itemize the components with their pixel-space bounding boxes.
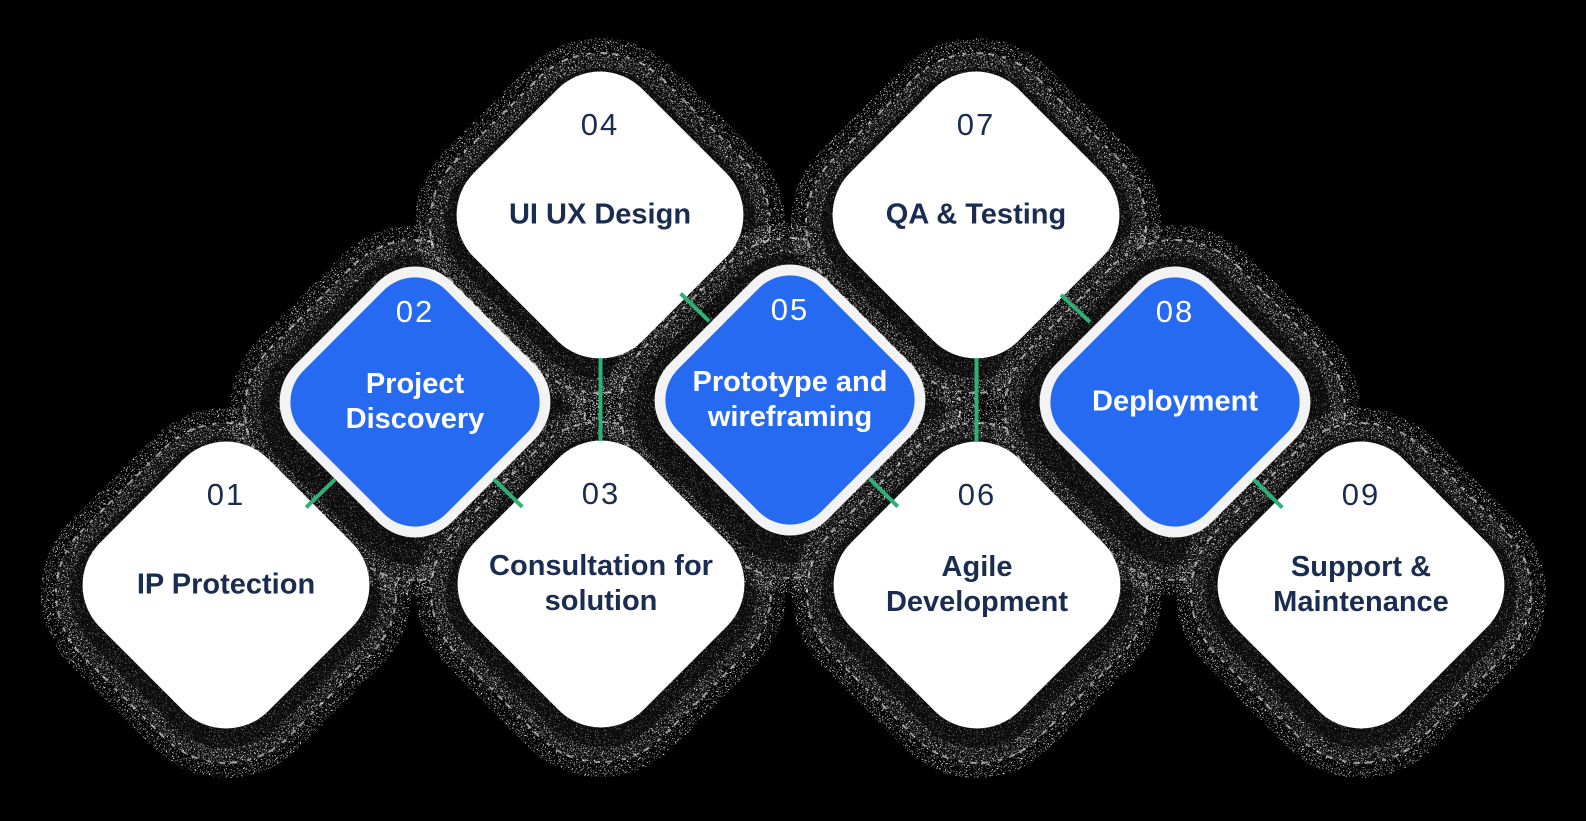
step-title: Project Discovery <box>345 368 485 435</box>
step-card: 09 Support & Maintenance <box>1218 442 1504 728</box>
step-number: 03 <box>581 476 621 511</box>
step-number: 08 <box>1155 294 1195 329</box>
step-title: QA & Testing <box>885 198 1067 231</box>
card-content: 01 IP Protection <box>125 477 327 686</box>
step-number: 01 <box>206 477 246 512</box>
card-content: 08 Deployment <box>1074 294 1276 503</box>
step-title: Agile Development <box>885 551 1069 618</box>
card-content: 06 Agile Development <box>876 477 1078 686</box>
card-content: 02 Project Discovery <box>314 294 516 503</box>
step-title: Support & Maintenance <box>1273 551 1449 618</box>
step-number: 09 <box>1341 477 1381 512</box>
step-title: Deployment <box>1092 385 1258 418</box>
step-number: 07 <box>956 107 996 142</box>
step-title: IP Protection <box>136 568 316 601</box>
card-content: 07 QA & Testing <box>875 107 1077 316</box>
step-number: 06 <box>957 477 997 512</box>
step-number: 05 <box>770 292 810 327</box>
card-content: 09 Support & Maintenance <box>1260 477 1462 686</box>
step-title: Prototype and wireframing <box>692 366 888 433</box>
step-title: Consultation for solution <box>489 550 713 617</box>
step-number: 02 <box>395 294 435 329</box>
card-content: 05 Prototype and wireframing <box>689 292 891 501</box>
step-title: UI UX Design <box>508 198 692 231</box>
step-number: 04 <box>580 107 620 142</box>
card-content: 03 Consultation for solution <box>489 476 713 685</box>
card-content: 04 UI UX Design <box>499 107 701 316</box>
